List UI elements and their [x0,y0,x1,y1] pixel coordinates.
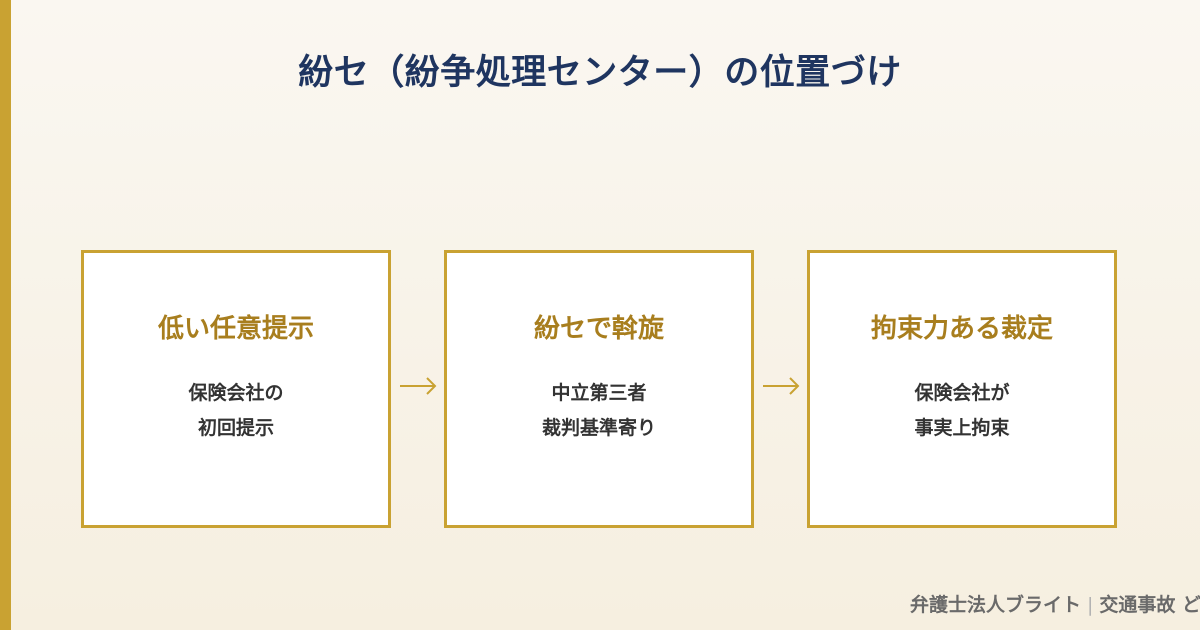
page-title: 紛セ（紛争処理センター）の位置づけ [298,53,902,93]
flow-step-1-description: 保険会社の 初回提示 [84,376,388,446]
flow-step-3-title: 拘束力ある裁定 [870,314,1053,344]
flow-step-1: 低い任意提示 保険会社の 初回提示 [81,250,391,528]
flow-step-2: 紛セで斡旋 中立第三者 裁判基準寄り [444,250,754,528]
footer-firm-name: 弁護士法人ブライト [910,594,1082,616]
footer-credit: 弁護士法人ブライト|交通事故 ど [910,590,1200,616]
flow-step-2-line-2: 裁判基準寄り [541,417,656,439]
flow-step-2-description: 中立第三者 裁判基準寄り [447,376,751,446]
footer-separator: | [1087,594,1094,616]
flow-step-3: 拘束力ある裁定 保険会社が 事実上拘束 [807,250,1117,528]
flow-step-3-line-2: 事実上拘束 [914,417,1010,439]
flow-step-1-title: 低い任意提示 [157,314,314,344]
left-accent-bar [0,0,11,630]
flow-step-1-line-2: 初回提示 [197,417,274,439]
flow-step-1-line-1: 保険会社の [188,382,284,404]
flow-step-2-title: 紛セで斡旋 [533,314,664,344]
footer-topic: 交通事故 ど [1099,594,1200,616]
right-arrow-icon [763,377,800,395]
flow-step-3-line-1: 保険会社が [914,382,1010,404]
flow-step-2-line-1: 中立第三者 [551,382,647,404]
flow-step-3-description: 保険会社が 事実上拘束 [810,376,1114,446]
right-arrow-icon [400,377,437,395]
